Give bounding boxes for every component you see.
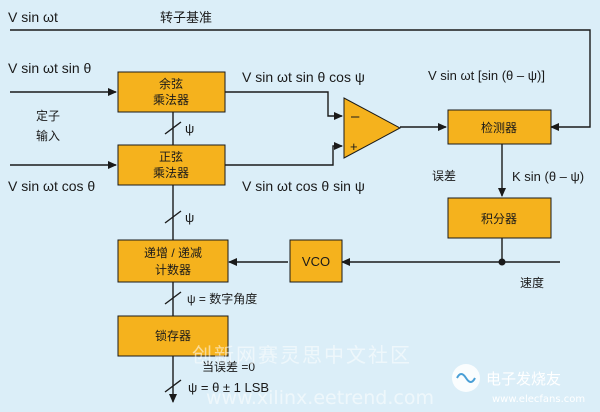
detector-label: 检测器 bbox=[481, 120, 517, 135]
counter-line1: 递增 / 递减 bbox=[144, 246, 202, 260]
sin-multiplier-line1: 正弦 bbox=[159, 149, 183, 164]
vco-block bbox=[289, 239, 343, 283]
psi-digital-angle-label: ψ = 数字角度 bbox=[187, 291, 257, 306]
detector-block bbox=[447, 109, 552, 145]
amp-plus-sign: + bbox=[350, 139, 358, 154]
integrator-block bbox=[447, 197, 552, 239]
watermark-url: www.xilinx.eetrend.com bbox=[206, 387, 434, 409]
sin-input-label: V sin ωt sin θ bbox=[8, 60, 92, 76]
psi-result-label: ψ = θ ± 1 LSB bbox=[188, 380, 269, 395]
amp-minus-sign: – bbox=[351, 108, 360, 125]
bus-slash bbox=[164, 210, 182, 224]
speed-node bbox=[498, 258, 506, 266]
reference-wire bbox=[10, 29, 591, 131]
cos-input-label: V sin ωt cos θ bbox=[8, 178, 95, 194]
logo-url: www.elecfans.com bbox=[492, 394, 585, 405]
bottom-product-label: V sin ωt cos θ sin ψ bbox=[242, 178, 365, 194]
watermark-text: 创新网赛灵思中文社区 bbox=[192, 343, 412, 367]
k-signal-label: K sin (θ – ψ) bbox=[512, 169, 584, 184]
speed-label: 速度 bbox=[520, 275, 544, 290]
latch-label: 锁存器 bbox=[155, 328, 191, 343]
stator-input-line2: 输入 bbox=[36, 128, 60, 143]
sin-product-wire bbox=[225, 142, 343, 166]
cos-multiplier-line1: 余弦 bbox=[159, 76, 183, 91]
psi-label-1: ψ bbox=[185, 121, 194, 136]
reference-signal-label: V sin ωt bbox=[8, 9, 58, 25]
bus-slash bbox=[164, 121, 182, 135]
error-label: 误差 bbox=[432, 169, 456, 183]
error-signal-label: V sin ωt [sin (θ – ψ)] bbox=[428, 68, 545, 83]
counter-line2: 计数器 bbox=[155, 262, 191, 277]
bus-slash bbox=[164, 379, 182, 393]
difference-amplifier bbox=[343, 97, 402, 159]
stator-input-line1: 定子 bbox=[36, 108, 60, 123]
top-product-label: V sin ωt sin θ cos ψ bbox=[242, 69, 365, 85]
cos-multiplier-block bbox=[117, 71, 226, 113]
elecfans-logo: 电子发烧友 www.elecfans.com bbox=[452, 364, 585, 405]
vco-label: VCO bbox=[302, 254, 330, 269]
cos-multiplier-line2: 乘法器 bbox=[153, 93, 189, 107]
bus-slash bbox=[164, 291, 182, 305]
logo-wave bbox=[456, 373, 476, 383]
latch-block bbox=[117, 315, 229, 357]
sin-multiplier-line2: 乘法器 bbox=[153, 166, 189, 180]
sin-multiplier-block bbox=[117, 144, 226, 186]
rotor-reference-label: 转子基准 bbox=[160, 10, 212, 25]
logo-text: 电子发烧友 bbox=[486, 370, 561, 388]
counter-block bbox=[117, 239, 229, 283]
cos-product-wire bbox=[225, 91, 343, 120]
psi-label-2: ψ bbox=[185, 210, 194, 225]
when-error-zero-label: 当误差 =0 bbox=[202, 360, 255, 374]
integrator-label: 积分器 bbox=[481, 212, 517, 226]
